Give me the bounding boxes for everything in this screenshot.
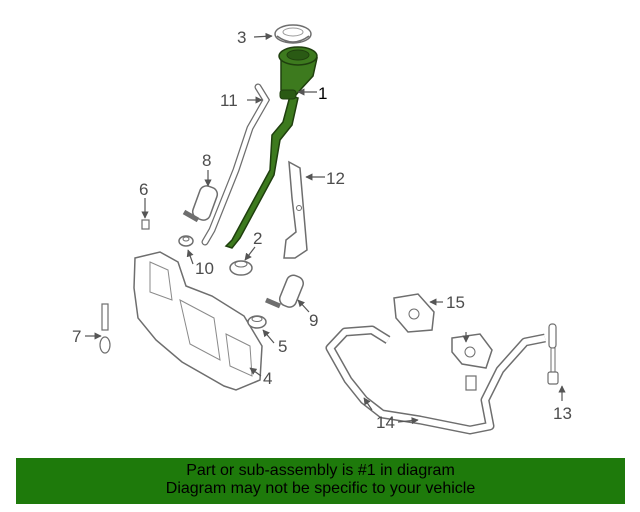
part-9-washer-pump[interactable]: [265, 273, 305, 309]
notice-line-1: Part or sub-assembly is #1 in diagram: [186, 462, 455, 479]
part-5-grommet[interactable]: [247, 315, 267, 329]
part-11-vent-tube[interactable]: [201, 83, 271, 246]
parts-diagram: 1 2 3 4 5 6 7 8 9 10 11 12 13 14 15: [72, 24, 572, 435]
part-15-connector[interactable]: [393, 293, 493, 369]
part-13-sensor[interactable]: [547, 323, 559, 385]
callout-8[interactable]: 8: [202, 151, 211, 170]
part-8-washer-pump[interactable]: [182, 184, 219, 223]
callout-4[interactable]: 4: [263, 369, 272, 388]
part-7-level-sensor[interactable]: [99, 303, 111, 354]
callout-13[interactable]: 13: [553, 404, 572, 423]
callout-14[interactable]: 14: [376, 413, 395, 432]
callout-12[interactable]: 12: [326, 169, 345, 188]
part-6-plug[interactable]: [141, 219, 150, 230]
callout-11[interactable]: 11: [220, 91, 238, 110]
part-10-grommet[interactable]: [178, 235, 194, 247]
part-12-bracket[interactable]: [283, 160, 308, 259]
callout-3[interactable]: 3: [237, 28, 246, 47]
callout-labels: 1 2 3 4 5 6 7 8 9 10 11 12 13 14 15: [72, 28, 572, 432]
callout-15[interactable]: 15: [446, 293, 465, 312]
diagram-notice-banner: Part or sub-assembly is #1 in diagram Di…: [16, 458, 625, 504]
notice-line-2: Diagram may not be specific to your vehi…: [165, 480, 476, 497]
callout-5[interactable]: 5: [278, 337, 287, 356]
part-2-grommet[interactable]: [229, 260, 253, 276]
part-3-filler-cap[interactable]: [274, 24, 312, 44]
callout-10[interactable]: 10: [195, 259, 214, 278]
callout-9[interactable]: 9: [309, 311, 318, 330]
leader-lines: [85, 32, 566, 425]
part-4-reservoir[interactable]: [133, 251, 263, 391]
callout-2[interactable]: 2: [253, 229, 262, 248]
callout-1[interactable]: 1: [318, 84, 327, 103]
part-1-filler-neck[interactable]: [224, 46, 318, 249]
callout-7[interactable]: 7: [72, 327, 81, 346]
part-14-hose[interactable]: [325, 325, 546, 435]
callout-6[interactable]: 6: [139, 180, 148, 199]
